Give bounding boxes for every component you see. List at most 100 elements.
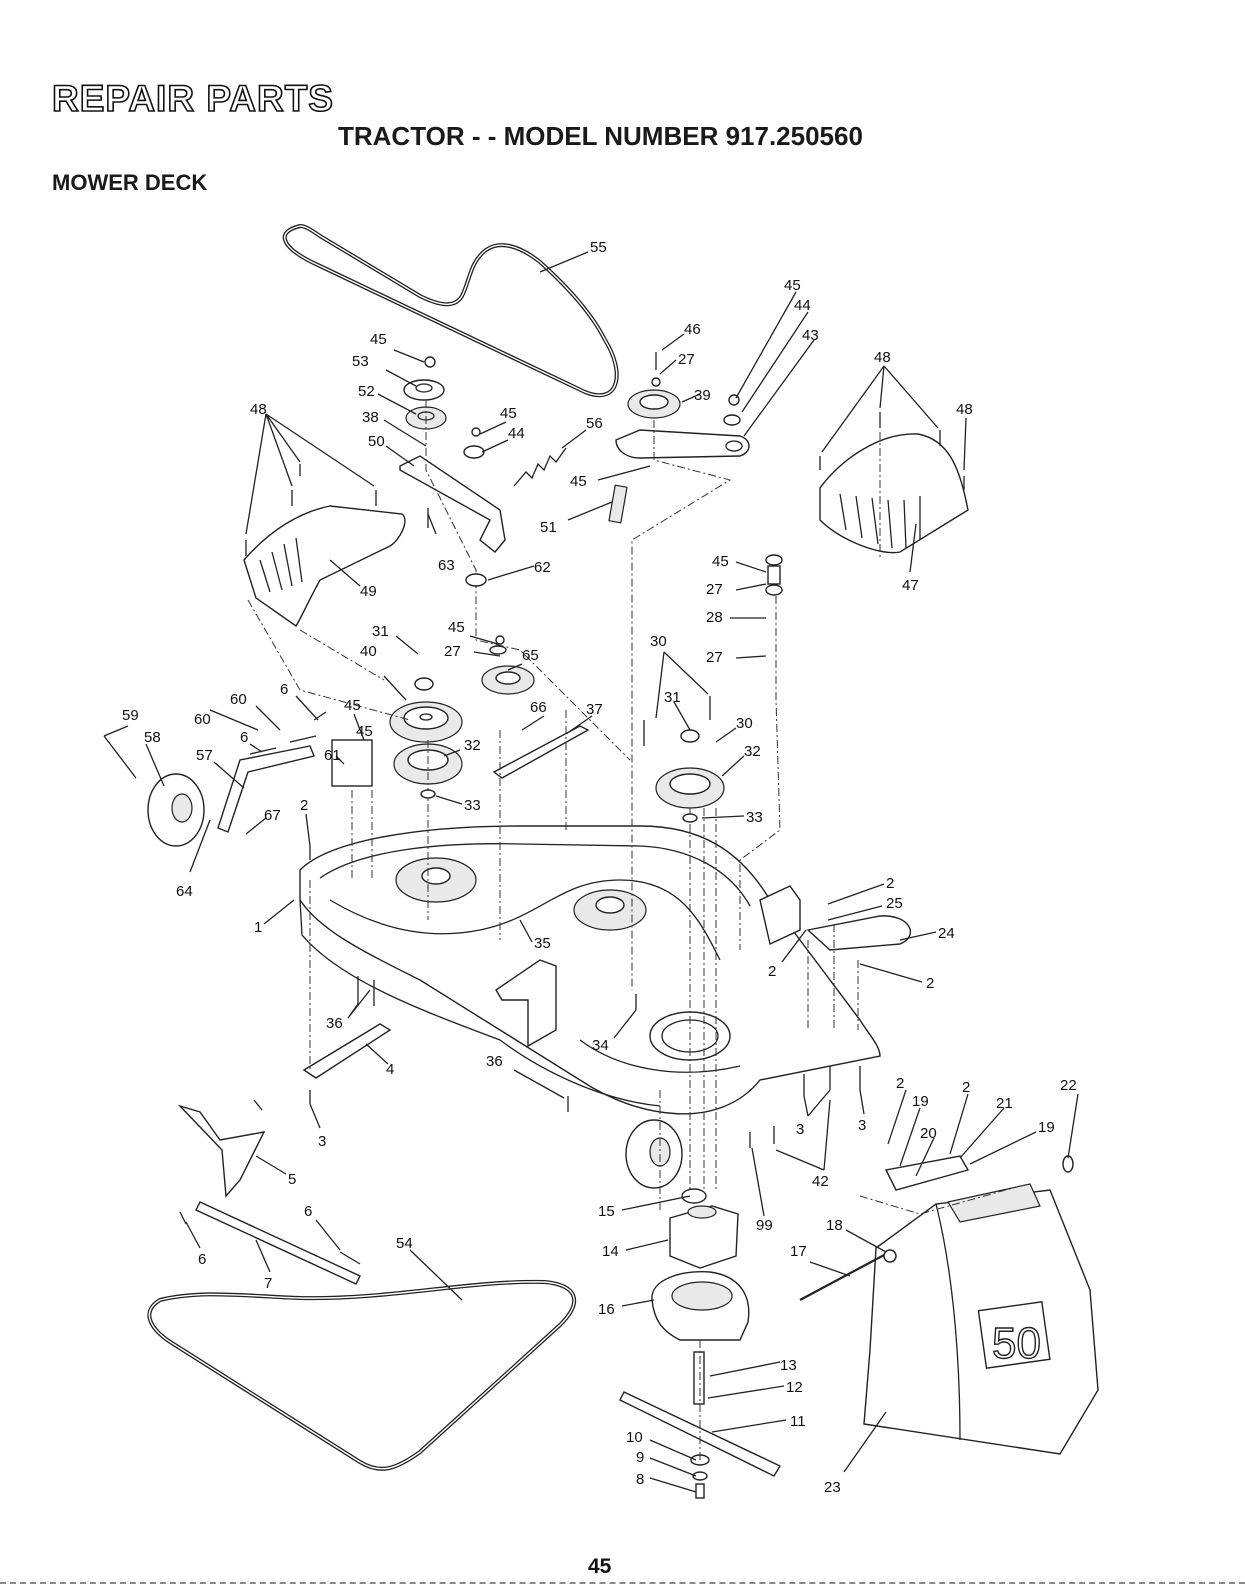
- callout-label: 45: [344, 697, 361, 714]
- callout-label: 34: [592, 1037, 609, 1054]
- gauge-wheel-64: [147, 773, 205, 847]
- callout-label: 37: [586, 701, 603, 718]
- callout-label: 3: [796, 1121, 804, 1138]
- callout-label: 45: [784, 277, 801, 294]
- page-edge-divider: [0, 1582, 1245, 1584]
- page-title: REPAIR PARTS: [51, 77, 334, 120]
- callout-label: 49: [360, 583, 377, 600]
- idler-pulley-65: [481, 665, 535, 695]
- deck-spindle-right: [573, 889, 647, 931]
- callout-label: 19: [912, 1093, 929, 1110]
- callout-label: 66: [530, 699, 547, 716]
- callout-label: 52: [358, 383, 375, 400]
- callout-label: 2: [768, 963, 776, 980]
- bracket-5: [177, 1104, 266, 1198]
- bracket-50: [399, 455, 506, 553]
- callout-label: 48: [956, 401, 973, 418]
- gauge-wheel-front: [625, 1119, 683, 1189]
- callout-label: 60: [194, 711, 211, 728]
- callout-label: 60: [230, 691, 247, 708]
- callout-label: 65: [522, 647, 539, 664]
- callout-label: 6: [240, 729, 248, 746]
- belt-guard-49: [243, 505, 406, 627]
- callout-label: 7: [264, 1275, 272, 1292]
- grass-bag-23: [863, 1183, 1099, 1455]
- callout-label: 15: [598, 1203, 615, 1220]
- deck-bracket-right: [759, 885, 801, 946]
- callout-label: 30: [650, 633, 667, 650]
- callout-label: 59: [122, 707, 139, 724]
- callout-label: 45: [356, 723, 373, 740]
- idler-pulley-39: [627, 389, 681, 419]
- callout-label: 57: [196, 747, 213, 764]
- callout-label: 55: [590, 239, 607, 256]
- pulley-40: [389, 701, 463, 743]
- callout-label: 54: [396, 1235, 413, 1252]
- callout-label: 30: [736, 715, 753, 732]
- hardware-stack-8-10: [690, 1454, 710, 1499]
- callout-label: 3: [318, 1133, 326, 1150]
- link-4: [302, 1023, 392, 1079]
- callout-label: 24: [938, 925, 955, 942]
- callout-label: 28: [706, 609, 723, 626]
- bracket-35: [495, 959, 557, 1048]
- callout-label: 1: [254, 919, 262, 936]
- callout-label: 2: [886, 875, 894, 892]
- callout-label: 19: [1038, 1119, 1055, 1136]
- leader-lines: [103, 251, 1079, 1493]
- callout-label: 48: [874, 349, 891, 366]
- callout-label: 20: [920, 1125, 937, 1142]
- gauge-wheel-arm-57: [217, 745, 315, 833]
- callout-label: 38: [362, 409, 379, 426]
- section-heading: MOWER DECK: [52, 170, 208, 195]
- callout-label: 6: [198, 1251, 206, 1268]
- callout-label: 44: [794, 297, 811, 314]
- spring-56: [513, 447, 567, 487]
- callout-label: 10: [626, 1429, 643, 1446]
- callout-label: 45: [712, 553, 729, 570]
- callout-label: 27: [678, 351, 695, 368]
- spindle-housing-14: [669, 1205, 739, 1269]
- callout-label: 56: [586, 415, 603, 432]
- callout-label: 27: [706, 649, 723, 666]
- callout-label: 67: [264, 807, 281, 824]
- callout-label: 4: [386, 1061, 394, 1078]
- lower-belt-54: [147, 1279, 577, 1471]
- spindle-bearing-15: [681, 1188, 707, 1204]
- pulley-32-right: [655, 767, 725, 809]
- callout-label: 35: [534, 935, 551, 952]
- callout-label: 50: [368, 433, 385, 450]
- callout-label: 99: [756, 1217, 773, 1234]
- deck-spindle-left: [395, 857, 477, 903]
- hinge-20: [884, 1155, 970, 1191]
- assembly-center-lines: [247, 400, 1021, 1460]
- callout-label: 13: [780, 1357, 797, 1374]
- callout-label: 25: [886, 895, 903, 912]
- callout-label: 32: [464, 737, 481, 754]
- belt-guard-47: [819, 433, 969, 554]
- callout-label: 31: [372, 623, 389, 640]
- callout-label: 17: [790, 1243, 807, 1260]
- callout-label: 36: [486, 1053, 503, 1070]
- link-7: [195, 1201, 361, 1285]
- callout-label: 58: [144, 729, 161, 746]
- callout-label: 46: [684, 321, 701, 338]
- callout-label: 9: [636, 1449, 644, 1466]
- callout-label: 51: [540, 519, 557, 536]
- callout-label: 47: [902, 577, 919, 594]
- callout-labels: 55 45 44 43 46 27 39 48 48 45 53 52 38 5…: [122, 239, 1077, 1496]
- page-number: 45: [588, 1555, 612, 1578]
- callout-label: 8: [636, 1471, 644, 1488]
- callout-label: 45: [570, 473, 587, 490]
- callout-label: 23: [824, 1479, 841, 1496]
- callout-label: 53: [352, 353, 369, 370]
- callout-label: 2: [926, 975, 934, 992]
- callout-label: 2: [896, 1075, 904, 1092]
- bracket-51: [608, 484, 628, 524]
- upper-belt-55: [282, 224, 619, 398]
- callout-label: 61: [324, 747, 341, 764]
- callout-label: 33: [464, 797, 481, 814]
- callout-label: 2: [300, 797, 308, 814]
- callout-label: 27: [706, 581, 723, 598]
